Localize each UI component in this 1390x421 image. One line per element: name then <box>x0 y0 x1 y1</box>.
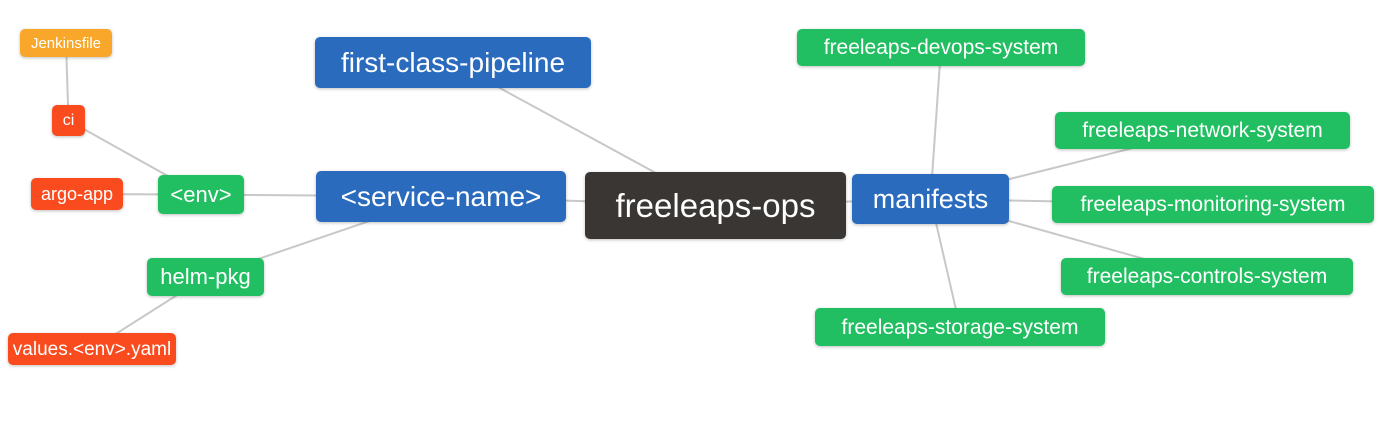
node-label: <service-name> <box>340 180 542 212</box>
node-label: helm-pkg <box>160 264 251 289</box>
node-ci[interactable]: ci <box>52 105 85 136</box>
node-label: freeleaps-network-system <box>1082 119 1323 142</box>
node-freeleaps-storage-system[interactable]: freeleaps-storage-system <box>815 308 1105 346</box>
node-first-class-pipeline[interactable]: first-class-pipeline <box>315 37 591 88</box>
node-label: <env> <box>170 181 232 207</box>
node-label: Jenkinsfile <box>30 34 102 52</box>
node-label: argo-app <box>40 184 114 204</box>
node-label: freeleaps-ops <box>615 187 816 224</box>
node-jenkinsfile[interactable]: Jenkinsfile <box>20 29 112 57</box>
node-env[interactable]: <env> <box>158 175 244 214</box>
node-freeleaps-controls-system[interactable]: freeleaps-controls-system <box>1061 258 1353 295</box>
node-helm-pkg[interactable]: helm-pkg <box>147 258 264 296</box>
node-freeleaps-monitoring-system[interactable]: freeleaps-monitoring-system <box>1052 186 1374 223</box>
node-argo-app[interactable]: argo-app <box>31 178 123 210</box>
node-freeleaps-devops-system[interactable]: freeleaps-devops-system <box>797 29 1085 66</box>
node-label: freeleaps-storage-system <box>841 315 1079 339</box>
node-label: freeleaps-controls-system <box>1086 265 1328 288</box>
node-freeleaps-ops[interactable]: freeleaps-ops <box>585 172 846 239</box>
node-manifests[interactable]: manifests <box>852 174 1009 224</box>
node-label: values.<env>.yaml <box>12 338 172 360</box>
node-label: first-class-pipeline <box>340 46 566 78</box>
node-label: freeleaps-monitoring-system <box>1080 193 1346 216</box>
node-label: freeleaps-devops-system <box>823 36 1059 59</box>
node-service-name[interactable]: <service-name> <box>316 171 566 222</box>
edge-manifests--freeleaps-devops-system <box>929 47 942 200</box>
node-label: ci <box>62 111 75 129</box>
node-freeleaps-network-system[interactable]: freeleaps-network-system <box>1055 112 1350 149</box>
node-label: manifests <box>872 183 989 214</box>
node-values-env-yaml[interactable]: values.<env>.yaml <box>8 333 176 365</box>
